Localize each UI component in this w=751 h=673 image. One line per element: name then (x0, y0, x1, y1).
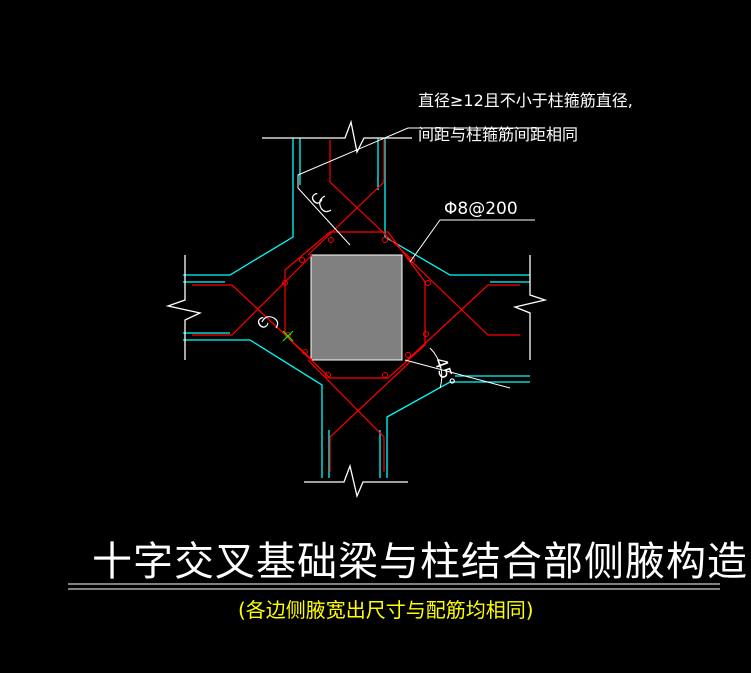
haunch-outline-top-left (183, 138, 294, 276)
rebar-dot (382, 372, 388, 378)
break-line-top (262, 119, 412, 154)
haunch-outline-bottom-right (386, 381, 530, 478)
stirrup-leader (409, 219, 535, 263)
bottom-beam-rebar-right (307, 359, 385, 472)
angle-reference-line (404, 359, 511, 389)
rebar-dot (325, 372, 331, 378)
rebar-dot (405, 352, 411, 358)
drawing-title: 十字交叉基础梁与柱结合部侧腋构造 (92, 539, 748, 585)
rebar-dot (328, 237, 334, 243)
stirrup-spec-label: Φ8@200 (444, 199, 518, 219)
angle-arc (429, 347, 443, 389)
rebar-dots (282, 237, 431, 378)
top-beam-rebar-right (307, 140, 385, 256)
note-line-1: 直径≥12且不小于柱箍筋直径, (418, 91, 633, 110)
rebar-dot (302, 349, 308, 355)
note-line-2: 间距与柱箍筋间距相同 (418, 125, 578, 144)
break-line-right (512, 255, 548, 360)
leader-lines (297, 127, 545, 389)
rebar-group (192, 140, 520, 472)
beam-haunch-outline (183, 138, 530, 478)
angle-label: 45° (429, 355, 458, 390)
break-line-bottom (304, 463, 408, 499)
haunch-perimeter-rebar (284, 231, 426, 379)
hook-mark-top (319, 195, 332, 213)
note-leader (297, 127, 545, 246)
drawing-subtitle: (各边侧腋宽出尺寸与配筋均相同) (238, 598, 534, 622)
hook-label-top: C (308, 190, 326, 209)
break-line-left (165, 255, 203, 360)
break-lines (165, 119, 548, 499)
rebar-dot (285, 332, 291, 338)
rebar-dot (425, 280, 431, 286)
haunch-outline-bottom-left (183, 339, 323, 478)
hook-cross (282, 330, 294, 342)
rebar-dot (382, 237, 388, 243)
bottom-beam-rebar-left (329, 361, 411, 472)
rebar-dot (423, 331, 429, 337)
right-beam-rebar-bottom (404, 254, 520, 336)
left-beam-rebar-bottom (192, 254, 313, 336)
hook-mark-left (261, 316, 279, 329)
column-section (310, 254, 403, 361)
right-beam-rebar-top (404, 284, 520, 363)
top-beam-rebar-left (329, 140, 411, 259)
rebar-dot (299, 257, 305, 263)
rebar-dot (282, 280, 288, 286)
rebar-dot (409, 257, 415, 263)
left-beam-rebar-top (192, 284, 313, 361)
hook-marks (261, 195, 332, 329)
haunch-outline-top-right (384, 138, 530, 276)
hook-cross-line (282, 330, 294, 342)
